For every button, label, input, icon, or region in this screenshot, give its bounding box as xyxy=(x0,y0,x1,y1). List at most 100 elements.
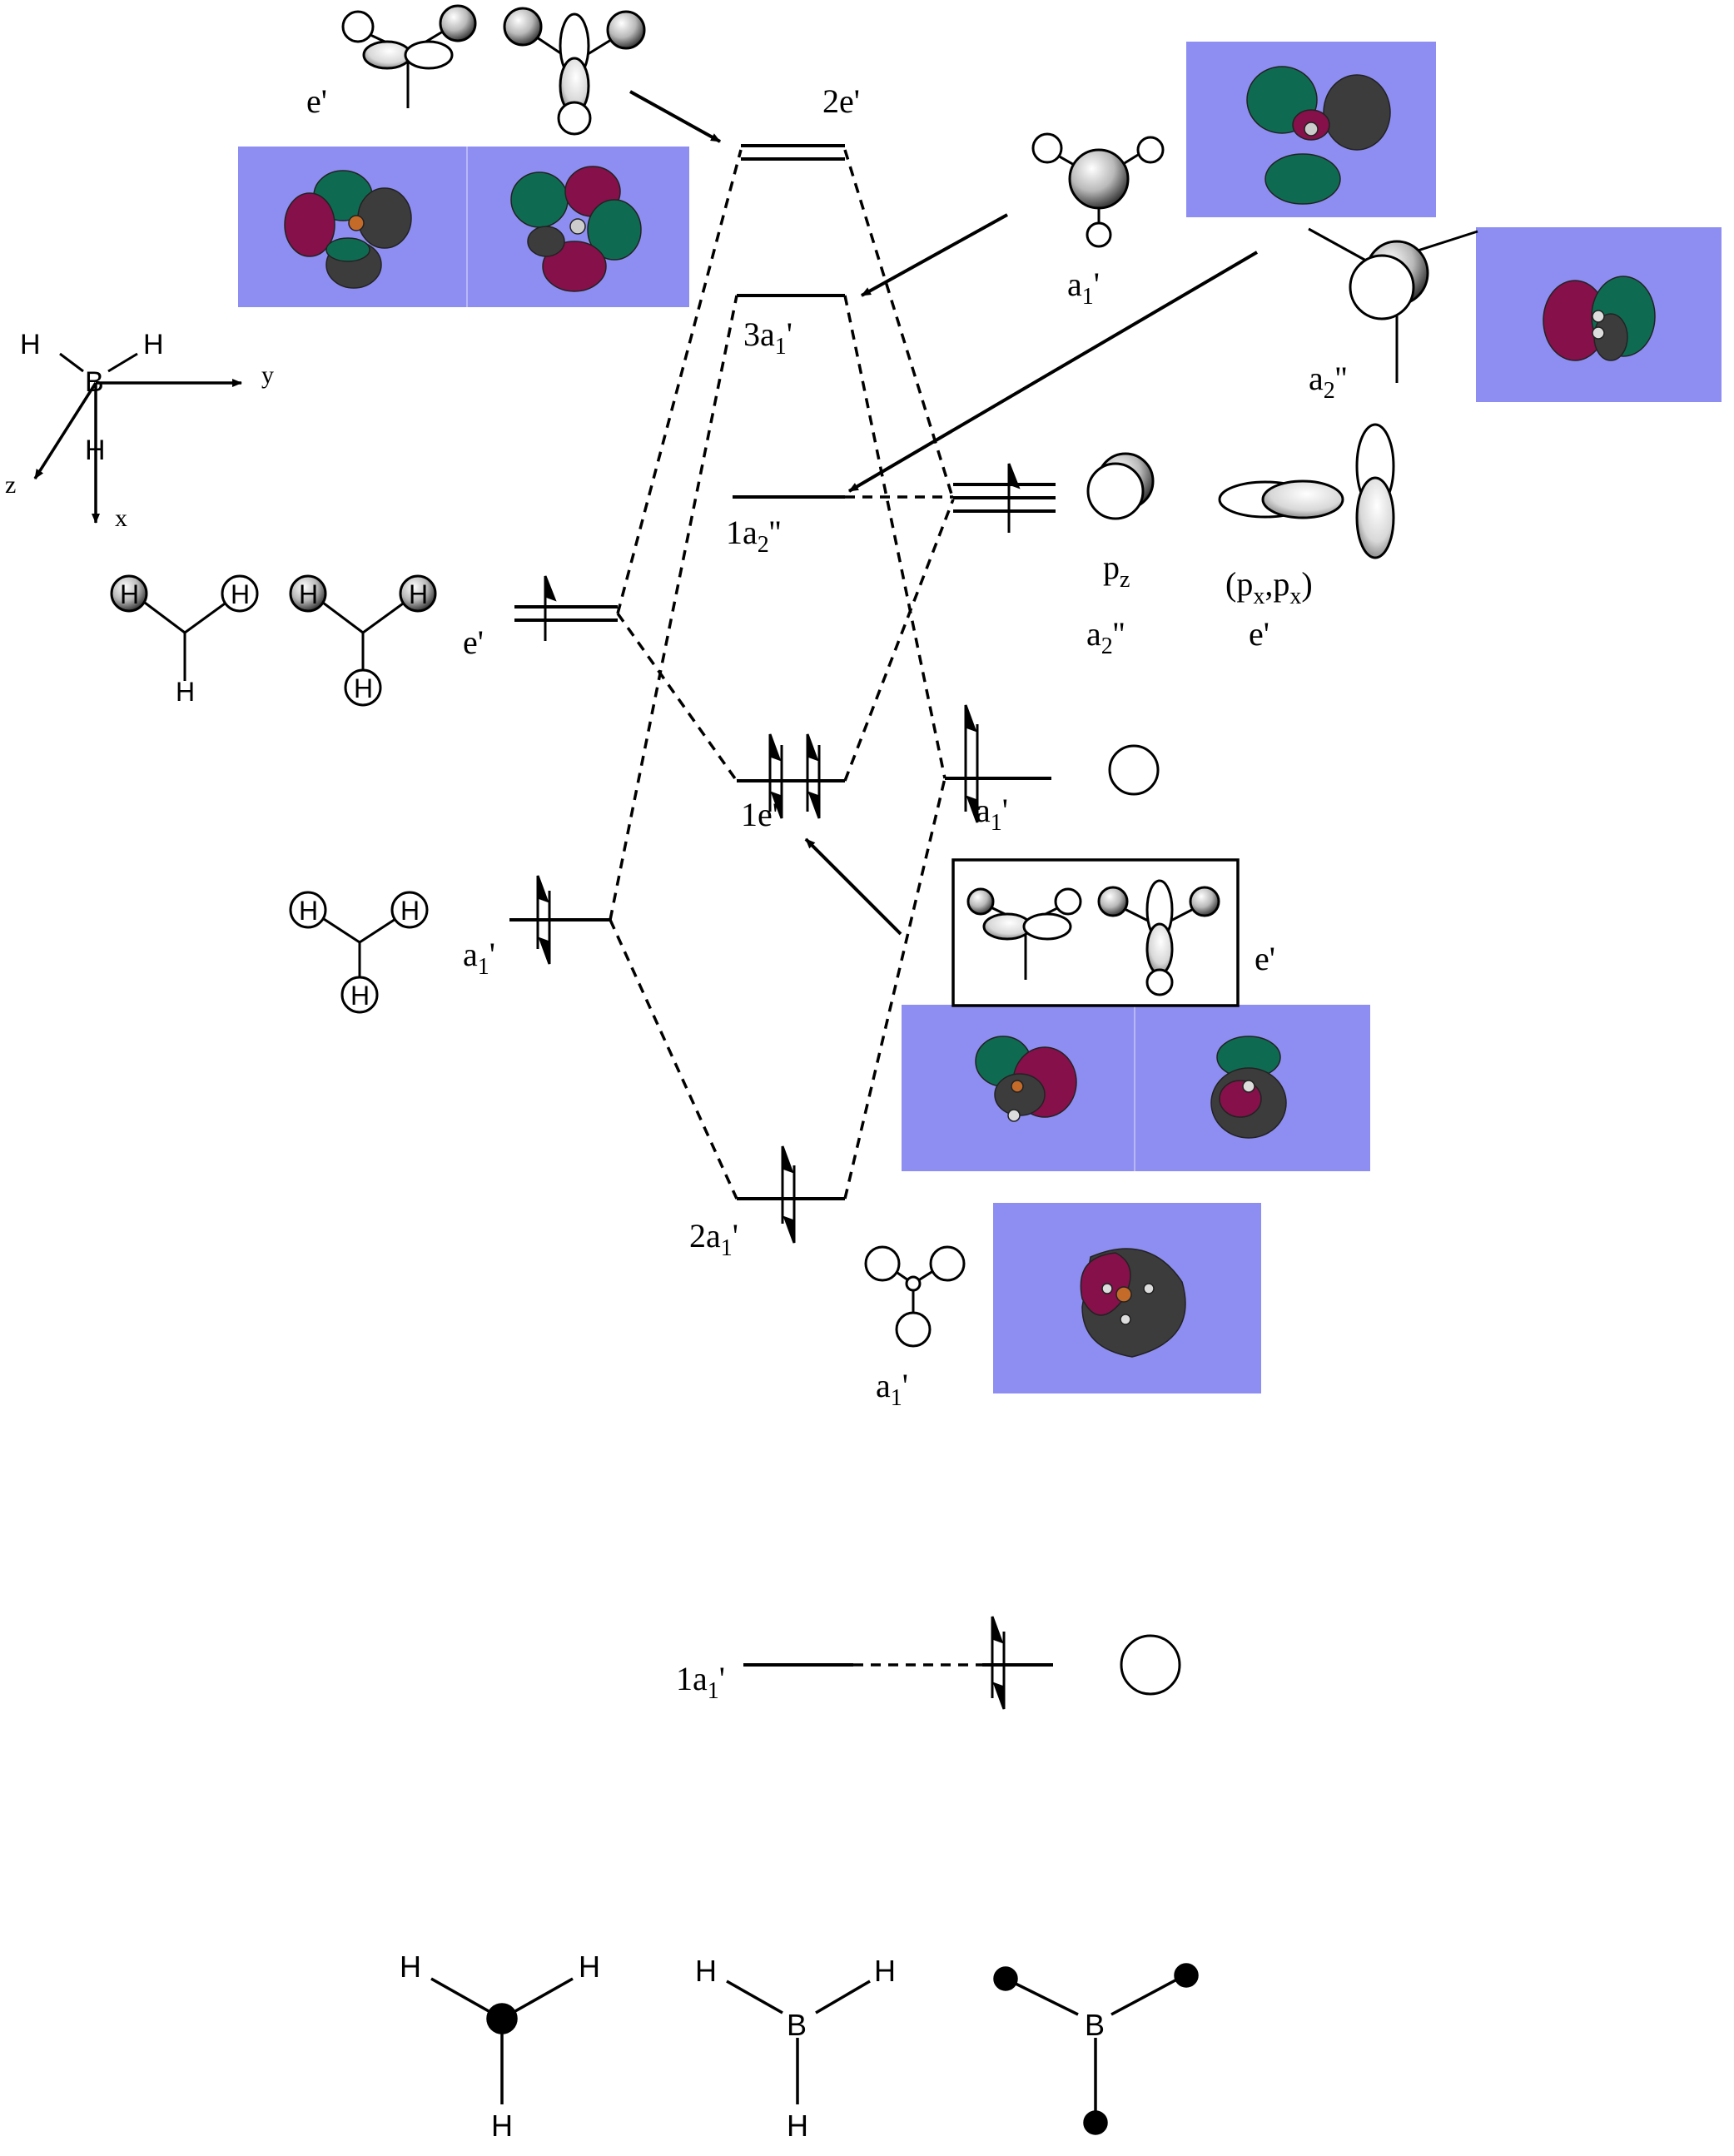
atom-h: H xyxy=(350,981,370,1011)
structure-bh3 xyxy=(726,1980,871,2104)
structure-h3 xyxy=(430,1977,574,2104)
h-orbital-open xyxy=(221,574,259,613)
atom-h: H xyxy=(695,1954,717,1988)
top-right-a1-sketch xyxy=(1031,132,1165,248)
top-left-e-sketch xyxy=(341,4,646,136)
electron-up xyxy=(544,575,557,641)
electron-up xyxy=(806,733,819,812)
atom-h: H xyxy=(579,1950,600,1984)
atom-h: H xyxy=(231,579,250,609)
electron-up xyxy=(964,704,977,812)
electron-up xyxy=(781,1145,794,1224)
electron-up xyxy=(536,875,549,949)
mid-right-e-label: e' xyxy=(1255,940,1275,977)
electron-down xyxy=(538,891,551,965)
bottom-a1-label: a1' xyxy=(876,1367,908,1411)
h3-e-label: e' xyxy=(463,623,484,661)
mo-levels xyxy=(733,144,853,1667)
label-2a1: 2a1' xyxy=(689,1217,738,1261)
h3-e-salcs xyxy=(110,574,437,707)
structure-h3-atoms: H H H xyxy=(400,1950,600,2143)
atom-h: H xyxy=(874,1954,896,1988)
structure-b-ligands xyxy=(993,1963,1199,2135)
boron-pxpy-sym: e' xyxy=(1249,615,1269,653)
corr-e-1e xyxy=(616,612,738,782)
atom-b: B xyxy=(1085,2008,1105,2042)
electron-up xyxy=(1007,463,1021,533)
atom-h: H xyxy=(400,896,420,926)
h-orbital-open xyxy=(390,891,429,929)
top-left-e-label: e' xyxy=(306,82,327,120)
e-salc-box xyxy=(951,858,1240,1007)
arrow-to-1a2 xyxy=(847,251,1259,493)
electron-down xyxy=(807,745,821,819)
h-orbital-open xyxy=(289,891,327,929)
atom-h: H xyxy=(120,579,139,609)
axis-atom-h-left: H xyxy=(20,329,41,360)
structure-bh3-atoms: B H H H xyxy=(695,1954,896,2143)
atom-b: B xyxy=(787,2008,807,2042)
electron-up xyxy=(991,1616,1004,1698)
boron-s-sym: a1' xyxy=(976,792,1008,836)
electron-down xyxy=(992,1632,1006,1710)
atom-h: H xyxy=(176,677,195,707)
h3-a1-salc-atoms: H H H xyxy=(299,896,420,1011)
atom-h: H xyxy=(299,896,318,926)
h-orbital-filled xyxy=(289,574,327,613)
label-3a1: 3a1' xyxy=(743,315,792,360)
electron-down xyxy=(783,1165,796,1244)
h-orbital-filled xyxy=(110,574,148,613)
axis-atom-h-right: H xyxy=(143,329,164,360)
electron-down xyxy=(966,724,979,823)
bottom-a1-sketch xyxy=(864,1245,966,1348)
corr-1e-borone xyxy=(843,499,955,782)
electrons xyxy=(536,463,1021,1710)
mo-panels xyxy=(238,42,1722,1393)
axis-label-y: y xyxy=(261,361,274,389)
right-a2-sketch xyxy=(1308,227,1478,383)
h-orbital-open xyxy=(344,668,382,707)
axis-system: B H H H y z x xyxy=(5,329,274,532)
h-orbital-filled xyxy=(399,574,437,613)
corr-2a1-borons xyxy=(843,777,946,1200)
boron-core-orbital xyxy=(1120,1634,1181,1696)
atom-h: H xyxy=(354,673,373,703)
label-1a2: 1a2'' xyxy=(726,514,781,558)
pointer-arrows xyxy=(629,90,1259,936)
boron-pz-label: pz xyxy=(1103,549,1130,593)
arrow-to-1e xyxy=(804,837,902,936)
h3-a1-salc xyxy=(289,891,429,1014)
corr-a1-3a1 xyxy=(609,295,738,921)
atom-h: H xyxy=(400,1950,421,1984)
mo-level-labels: 2e' 3a1' 1a2'' 1e' 2a1' 1a1' xyxy=(676,82,860,1704)
label-1e: 1e' xyxy=(741,796,778,833)
boron-s-orbital xyxy=(1108,744,1160,796)
corr-a1-2a1 xyxy=(609,919,738,1200)
axis-label-x: x xyxy=(115,504,127,532)
boron-pz-sym: a2'' xyxy=(1086,615,1125,659)
electron-up xyxy=(768,733,782,812)
axis-atom-h-down: H xyxy=(85,435,106,466)
h3-e-salc-atoms: H H H H H H xyxy=(120,579,428,707)
h-orbital-open xyxy=(340,976,379,1014)
h3-a1-label: a1' xyxy=(463,936,495,980)
atom-h: H xyxy=(409,579,428,609)
arrow-to-3a1 xyxy=(861,213,1008,297)
atom-h: H xyxy=(787,2109,808,2143)
axis-label-z: z xyxy=(5,471,16,499)
fragment-levels xyxy=(509,483,1056,1667)
axis-atom-b: B xyxy=(85,366,104,398)
label-2e: 2e' xyxy=(822,82,860,120)
boron-pz-orbital xyxy=(1086,452,1155,520)
arrow-to-2e xyxy=(629,90,721,143)
label-1a1: 1a1' xyxy=(676,1660,725,1704)
atom-h: H xyxy=(299,579,318,609)
boron-pxpy-orbitals xyxy=(1218,423,1395,559)
boron-pxpy-label: (px,px) xyxy=(1225,565,1313,609)
right-a2-label: a2'' xyxy=(1309,360,1347,404)
atom-h: H xyxy=(491,2109,513,2143)
mid-right-e-sketch xyxy=(966,879,1220,996)
mo-lobes xyxy=(284,66,1656,1358)
correlation-lines xyxy=(609,149,982,1667)
